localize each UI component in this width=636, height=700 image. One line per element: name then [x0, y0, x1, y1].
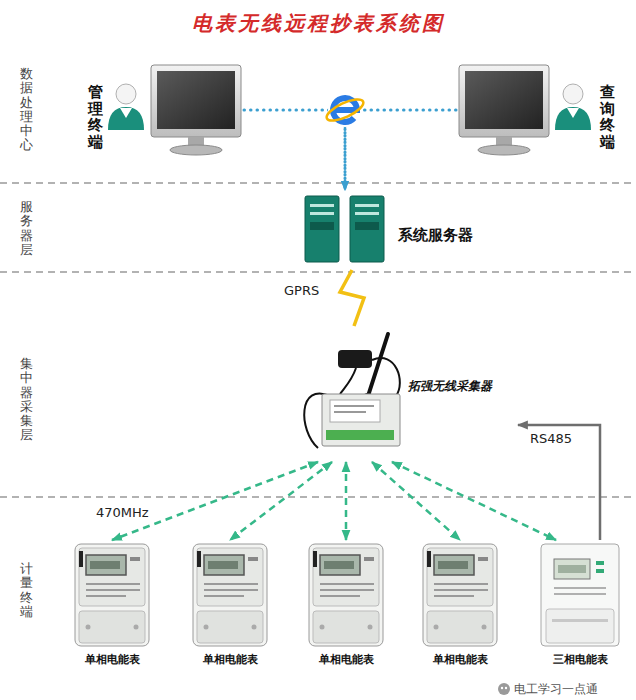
- watermark-icon: [505, 687, 507, 689]
- terminal-node: 管理终端: [84, 62, 244, 158]
- layer-separator: [0, 271, 636, 273]
- server-icon: [350, 196, 384, 262]
- server-icon: [310, 212, 334, 215]
- server-icon: [355, 222, 379, 230]
- server-icon: [355, 204, 379, 207]
- terminal-illustration: [555, 84, 591, 130]
- node-label: 单相电能表: [433, 652, 488, 667]
- terminal-illustration: [108, 84, 144, 130]
- node-label: 系统服务器: [398, 226, 473, 245]
- collector-device: [304, 334, 400, 448]
- browser-icon: [324, 95, 366, 125]
- terminal-illustration: [151, 65, 241, 155]
- connector: [244, 110, 345, 190]
- collector-device: [330, 400, 380, 422]
- node-label: 三相电能表: [553, 652, 608, 667]
- edge-label: 470MHz: [94, 505, 151, 520]
- meter-illustration: [193, 544, 267, 646]
- layer-label: 数据处理中心: [20, 67, 33, 153]
- terminal-illustration: [108, 65, 591, 155]
- collector-device: [368, 334, 388, 396]
- server-icon: [310, 204, 334, 207]
- collector-device: [334, 411, 366, 413]
- node-label: 单相电能表: [203, 652, 258, 667]
- meter-node: 单相电能表: [410, 540, 510, 672]
- terminal-node: 查询终端: [456, 62, 622, 158]
- node-label: 单相电能表: [85, 652, 140, 667]
- server-icon: [305, 196, 384, 262]
- layer-separator: [0, 182, 636, 184]
- connector: [345, 110, 456, 190]
- meter-node: 三相电能表: [532, 540, 628, 672]
- connector: [518, 425, 600, 540]
- collector-device: [340, 368, 356, 394]
- server-icon: [305, 196, 339, 262]
- server-icon: [355, 212, 379, 215]
- edge-label: GPRS: [282, 283, 321, 298]
- connector: [230, 462, 332, 540]
- meter-node: 单相电能表: [62, 540, 162, 672]
- meter-illustration: [309, 544, 383, 646]
- collector-device: [338, 350, 372, 368]
- server-icon: [310, 222, 334, 230]
- meter-illustration: [75, 544, 619, 646]
- terminal-illustration: [459, 65, 549, 155]
- edge-label: RS485: [528, 431, 574, 446]
- connector: [112, 462, 318, 540]
- server-node: 系统服务器: [300, 190, 495, 270]
- watermark: 电工学习一点通: [514, 681, 598, 698]
- meter-illustration: [423, 544, 497, 646]
- node-label: 单相电能表: [319, 652, 374, 667]
- node-label: 管理终端: [88, 84, 103, 150]
- browser-icon: [324, 93, 366, 127]
- meter-illustration: [541, 544, 619, 646]
- meter-illustration: [75, 544, 149, 646]
- connector: [345, 462, 348, 540]
- watermark-icon: [501, 687, 503, 689]
- layer-label: 计量终端: [20, 562, 33, 619]
- node-label: 拓强无线采集器: [408, 378, 492, 395]
- meter-node: 单相电能表: [296, 540, 396, 672]
- watermark-icon: [498, 683, 510, 695]
- collector-node: 拓强无线采集器: [296, 326, 518, 462]
- connectors: [112, 110, 600, 540]
- meter-node: 单相电能表: [180, 540, 280, 672]
- node-label: 查询终端: [600, 84, 615, 150]
- layer-label: 服务器层: [20, 200, 33, 257]
- collector-device: [334, 405, 374, 407]
- layer-separator: [0, 496, 636, 498]
- collector-device: [326, 430, 394, 440]
- watermark-icon: [498, 683, 510, 695]
- layer-label: 集中器采集层: [20, 357, 33, 443]
- collector-device: [322, 394, 400, 446]
- layer-separator: [0, 183, 636, 497]
- diagram-title: 电表无线远程抄表系统图: [192, 10, 445, 37]
- connector: [392, 462, 556, 540]
- wireless-link: [340, 270, 364, 326]
